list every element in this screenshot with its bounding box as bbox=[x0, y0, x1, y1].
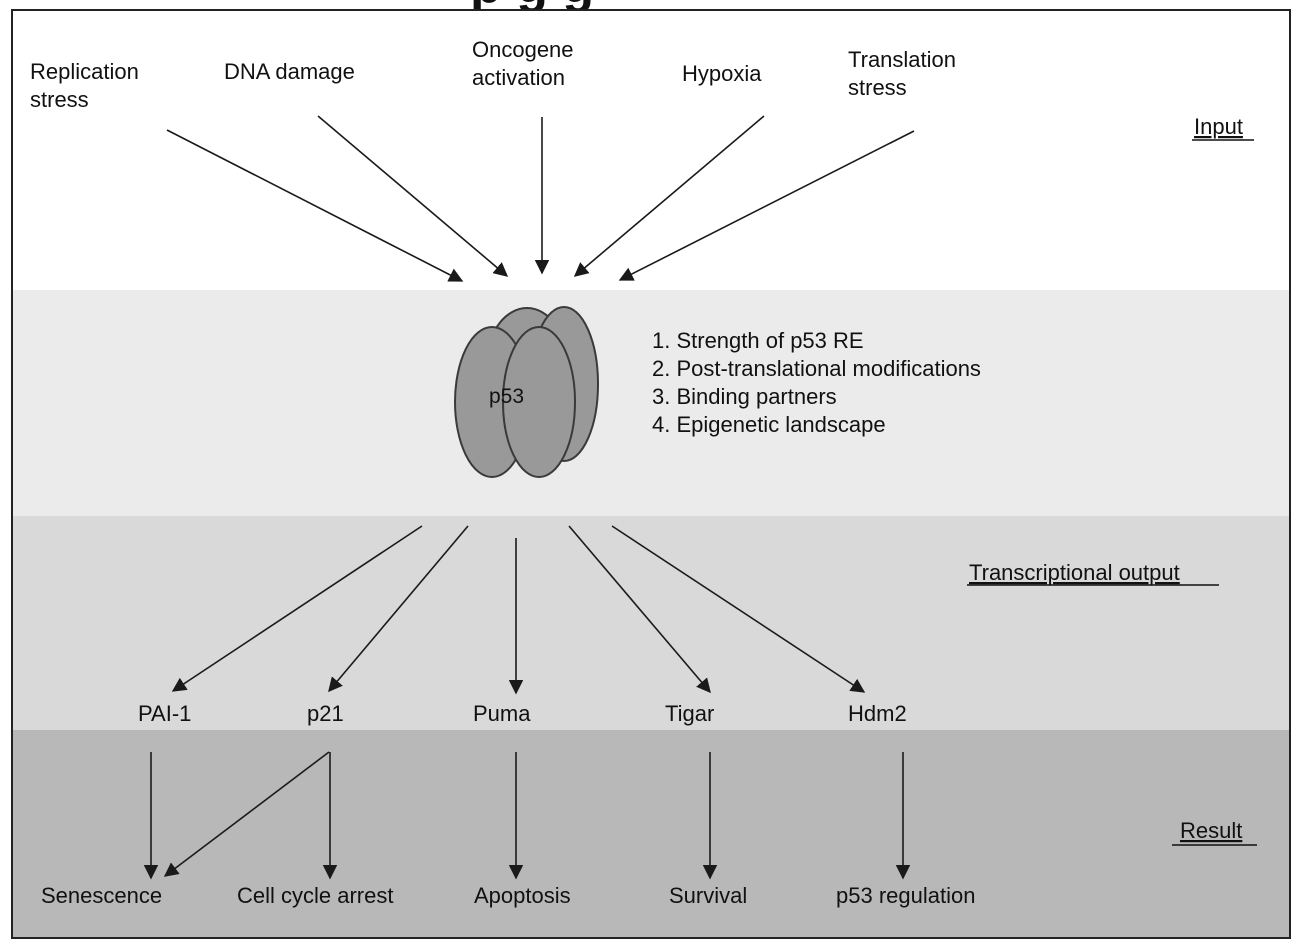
band-result bbox=[12, 730, 1290, 938]
p53-factor-3: 3. Binding partners bbox=[652, 384, 837, 409]
input-hypoxia: Hypoxia bbox=[682, 61, 762, 86]
arrow-replication-to-p53 bbox=[166, 129, 464, 282]
arrow-p53-to-tigar bbox=[568, 525, 711, 694]
section-label-transcriptional-output: Transcriptional output bbox=[969, 560, 1180, 585]
result-cell-cycle-arrest: Cell cycle arrest bbox=[237, 883, 393, 908]
result-p53-regulation: p53 regulation bbox=[836, 883, 975, 908]
arrow-p53-to-hdm2 bbox=[611, 525, 866, 693]
gene-tigar: Tigar bbox=[665, 701, 714, 726]
result-arrows bbox=[143, 751, 911, 880]
input-oncogene-activation: Oncogene activation bbox=[472, 37, 580, 90]
p53-factor-2: 2. Post-translational modifications bbox=[652, 356, 981, 381]
diagram-frame bbox=[11, 9, 1291, 939]
gene-p21: p21 bbox=[307, 701, 344, 726]
section-label-result: Result bbox=[1180, 818, 1242, 843]
input-dna-damage: DNA damage bbox=[224, 59, 355, 84]
gene-pai1: PAI-1 bbox=[138, 701, 191, 726]
arrow-translation-to-p53 bbox=[618, 130, 915, 281]
result-apoptosis: Apoptosis bbox=[474, 883, 571, 908]
arrow-p53-to-pai1 bbox=[171, 525, 423, 692]
gene-puma: Puma bbox=[473, 701, 531, 726]
result-survival: Survival bbox=[669, 883, 747, 908]
p53-factor-4: 4. Epigenetic landscape bbox=[652, 412, 886, 437]
output-arrows bbox=[171, 525, 866, 695]
input-replication-stress: Replication stress bbox=[30, 59, 145, 112]
input-translation-stress: Translation stress bbox=[848, 47, 962, 100]
result-senescence: Senescence bbox=[41, 883, 162, 908]
arrow-dna-to-p53 bbox=[317, 115, 509, 277]
p53-tetramer bbox=[454, 306, 599, 478]
p53-factor-1: 1. Strength of p53 RE bbox=[652, 328, 864, 353]
arrow-hypoxia-to-p53 bbox=[573, 115, 765, 277]
arrow-p53-to-p21 bbox=[328, 525, 469, 693]
band-input bbox=[12, 10, 1290, 290]
section-label-input: Input bbox=[1194, 114, 1243, 139]
band-p53 bbox=[12, 290, 1290, 516]
arrow-p21-to-senescence bbox=[163, 751, 330, 877]
gene-hdm2: Hdm2 bbox=[848, 701, 907, 726]
p53-subunit-front-right bbox=[502, 326, 576, 478]
input-arrows bbox=[166, 115, 915, 282]
p53-label: p53 bbox=[489, 385, 524, 408]
